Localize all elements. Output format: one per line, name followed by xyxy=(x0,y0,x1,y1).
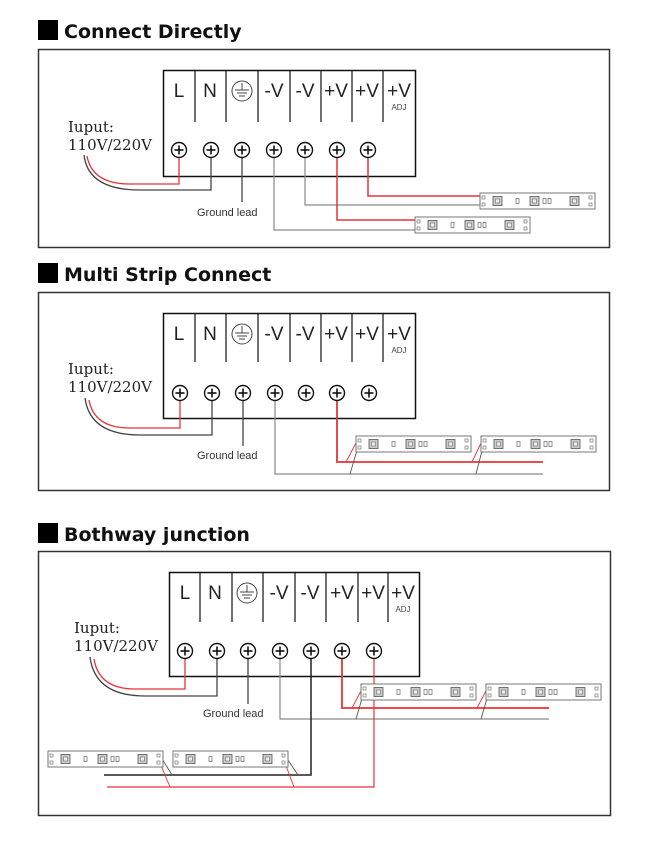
ground-symbol-icon xyxy=(236,582,258,604)
terminal-label-pos-v: +V xyxy=(355,81,379,102)
screw-icon xyxy=(202,141,220,159)
screw-icon xyxy=(176,642,194,660)
terminal-label-pos-v: +V xyxy=(361,583,385,604)
screw-icon xyxy=(233,141,251,159)
neutral-wire xyxy=(84,393,213,436)
terminal-label-neg-v: -V xyxy=(265,81,284,102)
positive-wire xyxy=(367,150,481,197)
screw-icon xyxy=(234,384,252,402)
power-supply-terminal-block: L N -V -V +V +V +V ADJ xyxy=(162,69,417,178)
input-voltage-label: 110V/220V xyxy=(74,637,159,655)
adj-label: ADJ xyxy=(395,605,410,614)
section-title: Connect Directly xyxy=(64,21,242,43)
section-title: Multi Strip Connect xyxy=(64,264,271,286)
terminal-label-pos-v: +V xyxy=(330,583,354,604)
led-strip xyxy=(479,192,596,210)
screw-icon xyxy=(328,384,346,402)
negative-bus-wire xyxy=(279,651,549,720)
screw-icon xyxy=(328,141,346,159)
screw-icon xyxy=(302,642,320,660)
negative-bus-wire-left xyxy=(104,651,312,776)
input-voltage-label: 110V/220V xyxy=(68,378,153,396)
input-label: Iuput: xyxy=(74,619,120,637)
input-label: Iuput: xyxy=(68,360,114,378)
positive-bus-wire xyxy=(336,393,543,463)
terminal-label-neg-v: -V xyxy=(265,324,284,345)
terminal-label-pos-v-adj: +V xyxy=(387,81,411,102)
led-strip xyxy=(360,683,477,701)
terminal-label-l: L xyxy=(174,324,185,345)
ground-lead-label: Ground lead xyxy=(203,708,264,720)
led-strip xyxy=(414,216,531,234)
led-strip xyxy=(480,435,597,453)
led-strip xyxy=(172,750,289,768)
screw-icon xyxy=(171,384,189,402)
terminal-label-neg-v: -V xyxy=(296,81,315,102)
terminal-label-l: L xyxy=(174,81,185,102)
live-wire xyxy=(88,393,181,429)
screw-icon xyxy=(208,642,226,660)
live-wire xyxy=(93,651,186,690)
ground-lead-label: Ground lead xyxy=(197,207,258,219)
led-strip xyxy=(485,683,602,701)
section-frame xyxy=(37,550,612,817)
screw-icon xyxy=(296,141,314,159)
terminal-label-pos-v: +V xyxy=(355,324,379,345)
neutral-wire xyxy=(83,150,212,191)
input-voltage-label: 110V/220V xyxy=(68,136,153,154)
screw-icon xyxy=(239,642,257,660)
screw-icon xyxy=(297,384,315,402)
positive-wire xyxy=(336,150,416,221)
adj-label: ADJ xyxy=(391,346,406,355)
section-marker-icon xyxy=(38,20,58,40)
terminal-label-n: N xyxy=(203,81,217,102)
strip-tap-positive xyxy=(345,440,358,463)
ground-symbol-icon xyxy=(231,80,253,102)
power-supply-terminal-block: L N -V -V +V +V +V ADJ xyxy=(168,571,421,678)
terminal-label-n: N xyxy=(203,324,217,345)
screw-icon xyxy=(271,642,289,660)
section-connect-directly: Connect Directly L N -V -V +V +V +V ADJ xyxy=(37,20,611,249)
screw-icon xyxy=(365,642,383,660)
power-supply-terminal-block: L N -V -V +V +V +V ADJ xyxy=(162,312,417,420)
led-strip xyxy=(355,435,472,453)
negative-bus-wire xyxy=(274,393,543,475)
section-marker-icon xyxy=(38,263,58,283)
screw-icon xyxy=(360,384,378,402)
terminal-label-neg-v: -V xyxy=(270,583,289,604)
strip-tap-positive xyxy=(476,688,488,709)
adj-label: ADJ xyxy=(391,103,406,112)
terminal-label-n: N xyxy=(208,583,222,604)
section-multi-strip-connect: Multi Strip Connect L N -V -V +V +V +V A… xyxy=(37,263,611,492)
section-bothway-junction: Bothway junction L N -V -V +V +V +V ADJ xyxy=(37,523,612,817)
live-wire xyxy=(86,150,180,185)
screw-icon xyxy=(333,642,351,660)
positive-bus-wire xyxy=(341,651,549,709)
section-title: Bothway junction xyxy=(64,524,250,546)
section-frame xyxy=(37,48,611,249)
screw-icon xyxy=(170,141,188,159)
ground-lead-label: Ground lead xyxy=(197,450,258,462)
strip-tap-positive xyxy=(471,440,483,463)
terminal-label-pos-v: +V xyxy=(324,324,348,345)
screw-icon xyxy=(359,141,377,159)
input-label: Iuput: xyxy=(68,118,114,136)
terminal-label-pos-v-adj: +V xyxy=(391,583,415,604)
terminal-label-neg-v: -V xyxy=(301,583,320,604)
terminal-label-pos-v: +V xyxy=(324,81,348,102)
section-frame xyxy=(37,291,611,492)
screw-icon xyxy=(265,141,283,159)
negative-wire xyxy=(273,150,416,231)
terminal-label-l: L xyxy=(180,583,191,604)
terminal-label-pos-v-adj: +V xyxy=(387,324,411,345)
strip-tap-positive xyxy=(351,688,363,709)
terminal-label-neg-v: -V xyxy=(296,324,315,345)
section-marker-icon xyxy=(38,523,58,543)
negative-wire xyxy=(304,150,481,206)
neutral-wire xyxy=(89,651,218,697)
screw-icon xyxy=(203,384,221,402)
led-strip xyxy=(47,750,164,768)
ground-symbol-icon xyxy=(231,323,253,345)
screw-icon xyxy=(266,384,284,402)
